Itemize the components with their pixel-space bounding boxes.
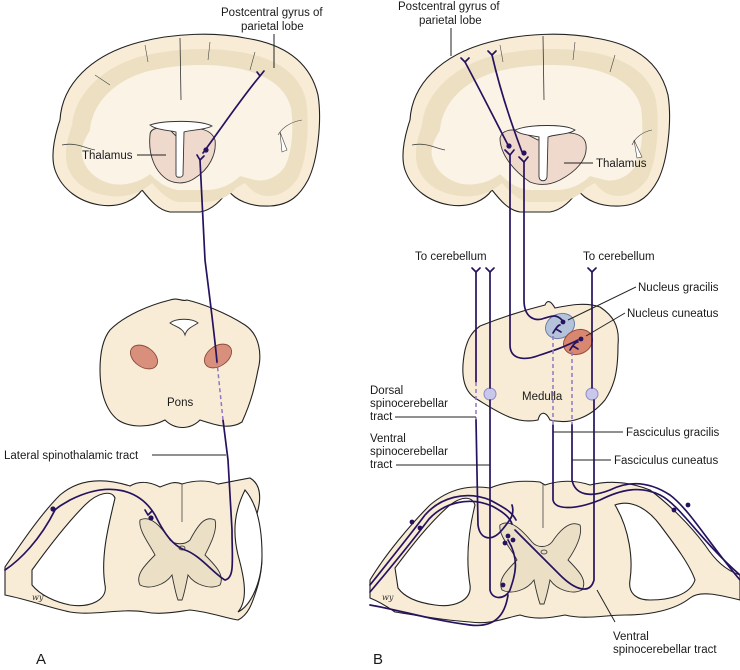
label-ventral-sc-line1: Ventral <box>370 433 406 445</box>
left-gap-b <box>394 497 476 607</box>
panel-b: Medulla wy <box>369 1 740 668</box>
label-ventral-sc-line3: tract <box>370 459 393 471</box>
pons-section: Pons <box>99 298 261 429</box>
label-postcentral-a-line1: Postcentral gyrus of <box>221 7 323 19</box>
dorsal-sc-nucleus-right <box>585 387 599 401</box>
label-to-cerebellum-left: To cerebellum <box>415 251 487 263</box>
label-fasciculus-cuneatus: Fasciculus cuneatus <box>614 455 718 467</box>
label-thalamus-b: Thalamus <box>596 158 647 170</box>
label-fasciculus-gracilis: Fasciculus gracilis <box>626 427 720 439</box>
brain-coronal-section-b <box>402 33 671 213</box>
panel-a-labels: Postcentral gyrus of parietal lobe Thala… <box>4 7 323 668</box>
label-ventral-sc-line2: spinocerebellar <box>370 446 448 458</box>
label-dorsal-sc-line3: tract <box>370 411 393 423</box>
label-nucleus-gracilis: Nucleus gracilis <box>638 282 719 294</box>
artist-signature-b: wy <box>382 593 394 602</box>
dorsal-sc-nucleus-left <box>483 387 497 401</box>
label-dorsal-sc-line2: spinocerebellar <box>370 398 448 410</box>
label-to-cerebellum-right: To cerebellum <box>583 251 655 263</box>
label-postcentral-a-line2: parietal lobe <box>241 21 304 33</box>
label-lateral-spinothalamic: Lateral spinothalamic tract <box>4 450 139 462</box>
brain-coronal-section-a <box>52 33 321 213</box>
label-dorsal-sc-line1: Dorsal <box>370 385 403 397</box>
spinal-cord-section-a: wy <box>4 477 263 621</box>
label-ventral-sc-bottom-line1: Ventral <box>613 631 649 643</box>
label-medulla: Medulla <box>522 391 563 403</box>
dorsal-root-ganglion-gap <box>31 492 116 607</box>
label-nucleus-cuneatus: Nucleus cuneatus <box>627 308 719 320</box>
lateral-spinothalamic-pathway <box>4 70 265 581</box>
panel-label-a: A <box>36 651 46 668</box>
panel-label-b: B <box>373 651 383 668</box>
label-pons: Pons <box>167 397 193 409</box>
pons-nucleus-right <box>203 343 233 369</box>
gray-matter-a <box>138 518 222 601</box>
gray-matter-b <box>499 522 585 605</box>
panel-b-labels: Postcentral gyrus of parietal lobe Thala… <box>370 1 720 668</box>
panel-a: Pons wy Postcentral gyrus of <box>4 7 323 668</box>
right-gap-b <box>614 502 696 601</box>
label-thalamus-a: Thalamus <box>82 150 133 162</box>
spinocerebellar-pathways <box>369 267 597 627</box>
ventricle-b <box>514 125 576 182</box>
ventricle-a <box>149 120 213 178</box>
spinal-cord-section-b: wy <box>369 480 740 624</box>
label-postcentral-b-line2: parietal lobe <box>419 15 482 27</box>
pons-nucleus-left <box>129 344 159 370</box>
label-postcentral-b-line1: Postcentral gyrus of <box>398 1 500 13</box>
label-ventral-sc-bottom-line2: spinocerebellar tract <box>613 644 717 656</box>
artist-signature-a: wy <box>32 593 44 602</box>
dorsal-column-pathway <box>460 50 740 581</box>
